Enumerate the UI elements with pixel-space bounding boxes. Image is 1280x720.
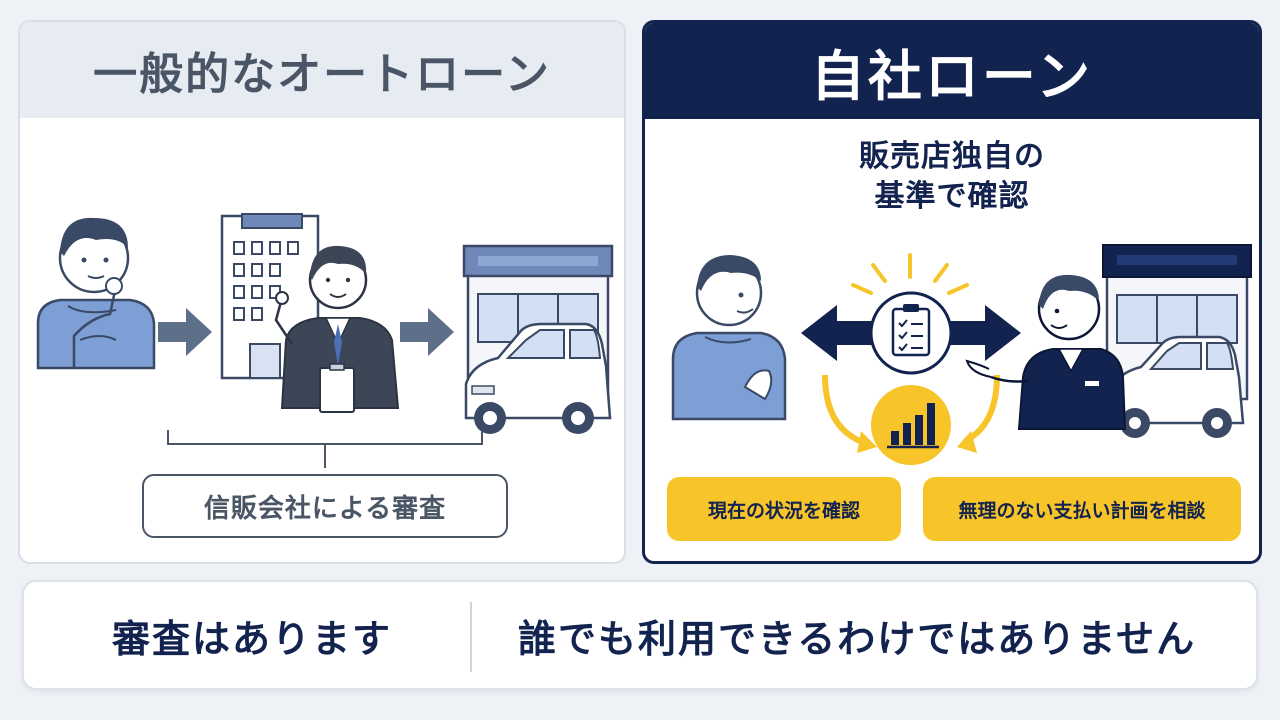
salesman-icon <box>274 245 400 413</box>
general-auto-loan-panel: 一般的なオートローン <box>18 20 626 564</box>
arrow-right-icon <box>400 308 454 356</box>
criteria-line-1: 販売店独自の <box>859 139 1045 174</box>
footer-divider <box>470 602 472 672</box>
bar-chart-icon <box>871 385 951 465</box>
general-loan-title: 一般的なオートローン <box>20 22 624 118</box>
in-house-loan-title: 自社ローン <box>645 23 1259 119</box>
footer-summary-banner: 審査はあります 誰でも利用できるわけではありません <box>22 580 1258 690</box>
car-icon <box>464 322 612 434</box>
general-loan-illustration <box>36 213 614 468</box>
in-house-loan-illustration <box>671 244 1252 465</box>
highlight-rays <box>851 253 969 295</box>
dealer-criteria-text: 販売店独自の 基準で確認 <box>645 137 1259 217</box>
curved-arrow-left <box>822 374 877 453</box>
arrow-right-icon <box>158 308 212 356</box>
criteria-line-2: 基準で確認 <box>874 179 1030 214</box>
not-available-to-all-text: 誰でも利用できるわけではありません <box>518 616 1197 661</box>
in-house-loan-panel: 自社ローン 販売店独自の 基準で確認 <box>642 20 1262 564</box>
staff-person-icon <box>965 274 1127 430</box>
person-customer-icon <box>671 255 787 421</box>
check-current-status-badge: 現在の状況を確認 <box>667 477 901 541</box>
person-thinking-icon <box>36 217 156 370</box>
review-exists-text: 審査はあります <box>112 616 393 661</box>
review-bracket <box>167 430 483 468</box>
clipboard-checklist-icon <box>869 291 953 375</box>
credit-company-review-label: 信販会社による審査 <box>142 474 508 538</box>
curved-arrow-right <box>957 374 1000 453</box>
payment-plan-consult-badge: 無理のない支払い計画を相談 <box>923 477 1241 541</box>
